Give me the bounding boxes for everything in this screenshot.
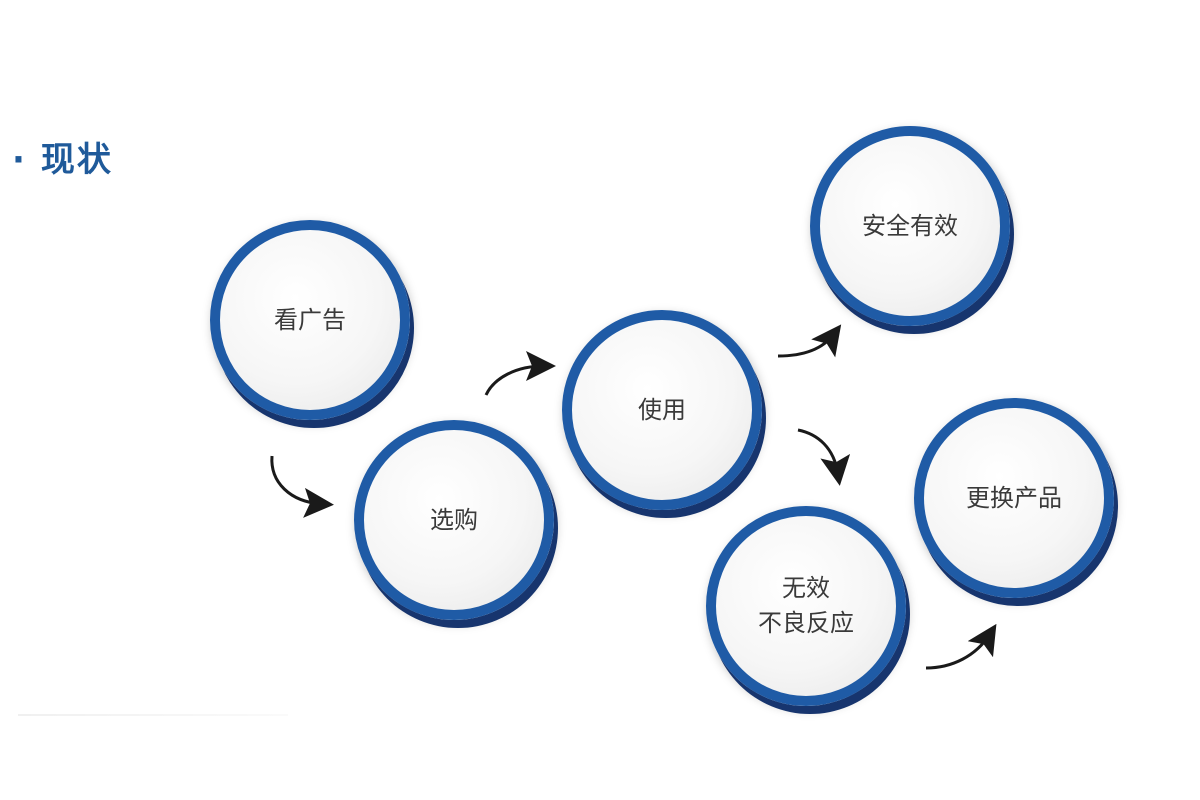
arrow-use-to-safe-icon: [777, 324, 842, 358]
node-replace-product-label: 更换产品: [966, 483, 1062, 512]
node-use: 使用: [562, 310, 762, 510]
node-purchase: 选购: [354, 420, 554, 620]
node-replace-product: 更换产品: [914, 398, 1114, 598]
title-bullet: ·: [12, 140, 27, 180]
node-watch-ad-label: 看广告: [274, 305, 346, 334]
node-safe-effective: 安全有效: [810, 126, 1010, 326]
node-ineffective: 无效 不良反应: [706, 506, 906, 706]
arrow-purchase-to-use-icon: [484, 351, 556, 396]
node-safe-effective-label: 安全有效: [862, 211, 958, 240]
arrow-use-to-ineffective-icon: [797, 428, 851, 486]
arrow-ineffective-to-replace-icon: [925, 623, 997, 670]
node-use-label: 使用: [638, 395, 686, 424]
node-purchase-label: 选购: [430, 505, 478, 534]
arrow-ad-to-purchase-icon: [270, 455, 334, 518]
title-text: 现状: [40, 140, 113, 180]
node-watch-ad: 看广告: [210, 220, 410, 420]
faint-divider: [18, 714, 288, 716]
page-title: · 现状: [12, 132, 113, 181]
node-ineffective-label: 无效 不良反应: [758, 574, 854, 637]
